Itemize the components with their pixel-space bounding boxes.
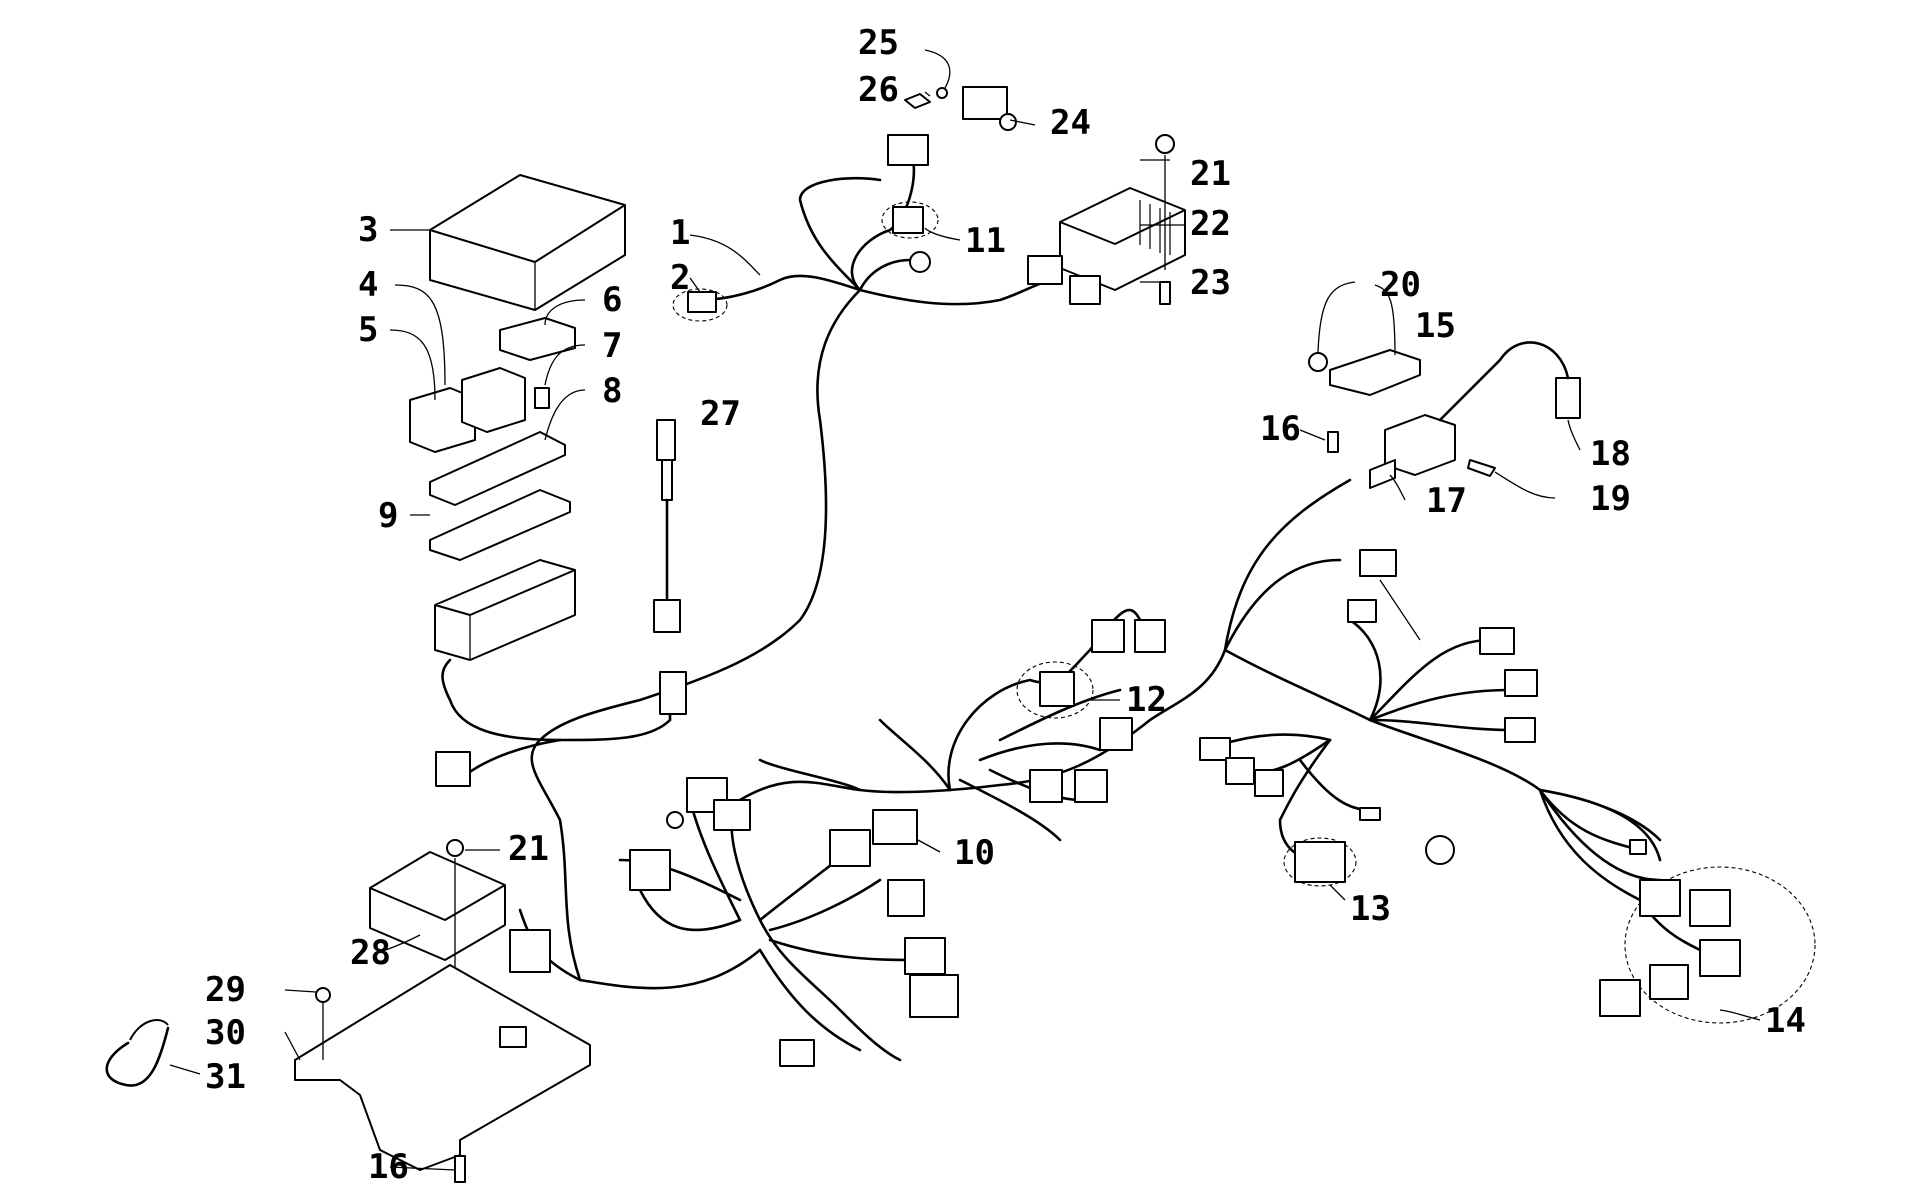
bracket-15 [1329,349,1421,396]
callout-4: 4 [358,265,378,305]
switch-24 [962,86,1017,131]
regulator-connector [1027,255,1101,305]
leader-lines [169,49,1761,1171]
fuse-box-gasket [429,489,571,561]
callout-18: 18 [1590,434,1631,474]
screw-16-lower [454,1155,466,1183]
callout-29: 29 [205,970,246,1010]
callout-numbers: 1 2 3 4 5 6 7 8 9 10 11 12 13 14 15 16 1… [205,23,1806,1187]
ecu-28 [369,851,551,973]
mounting-plate-30 [294,964,591,1171]
callout-24: 24 [1050,103,1091,143]
nut-20 [1308,352,1328,372]
callout-28: 28 [350,933,391,973]
callout-11: 11 [965,221,1006,261]
callout-20: 20 [1380,265,1421,305]
callout-31: 31 [205,1057,246,1097]
connector-11 [881,201,939,239]
callout-3: 3 [358,210,378,250]
callout-17: 17 [1426,481,1467,521]
plug-18 [1438,341,1581,422]
callout-14: 14 [1765,1001,1806,1041]
callout-30: 30 [205,1013,246,1053]
fuse-box-cover [429,174,626,311]
callout-10: 10 [954,833,995,873]
cable-tie-31 [105,1019,170,1087]
callout-13: 13 [1350,889,1391,929]
connector-10 [779,809,959,1067]
washer-screw-25-26 [904,87,948,109]
relays [409,367,526,453]
callout-27: 27 [700,394,741,434]
screw-19 [1467,459,1496,477]
connector-cluster-12 [1016,619,1166,803]
nut-21-ecu [446,839,464,1072]
mini-fuse [534,387,550,409]
connector-2 [672,288,728,322]
fuse-box-base [434,559,576,661]
callout-8: 8 [602,371,622,411]
connector-group-14 [1599,839,1816,1024]
callout-16-upper: 16 [1260,409,1301,449]
callout-9: 9 [378,496,398,536]
callout-2: 2 [670,258,690,298]
voltage-regulator [1059,187,1186,291]
fuse-circuit-board [429,431,566,506]
right-connectors [1199,549,1538,865]
callout-16-lower: 16 [368,1147,409,1187]
small-relay [499,317,576,361]
callout-7: 7 [602,326,622,366]
callout-19: 19 [1590,479,1631,519]
callout-12: 12 [1126,680,1167,720]
top-connector [887,134,929,166]
callout-5: 5 [358,310,378,350]
callout-6: 6 [602,280,622,320]
callout-25: 25 [858,23,899,63]
screw-29 [315,987,331,1060]
callout-21-lower: 21 [508,829,549,869]
ring-terminal [909,251,931,273]
callout-15: 15 [1415,306,1456,346]
callout-26: 26 [858,70,899,110]
callout-21-upper: 21 [1190,154,1231,194]
callout-1: 1 [670,213,690,253]
callout-22: 22 [1190,204,1231,244]
ignition-coil-17 [1369,414,1456,489]
left-connectors [435,671,751,891]
connector-13 [1283,837,1357,887]
screw-16-upper [1327,431,1339,453]
callout-23: 23 [1190,263,1231,303]
oxygen-sensor [653,419,681,633]
